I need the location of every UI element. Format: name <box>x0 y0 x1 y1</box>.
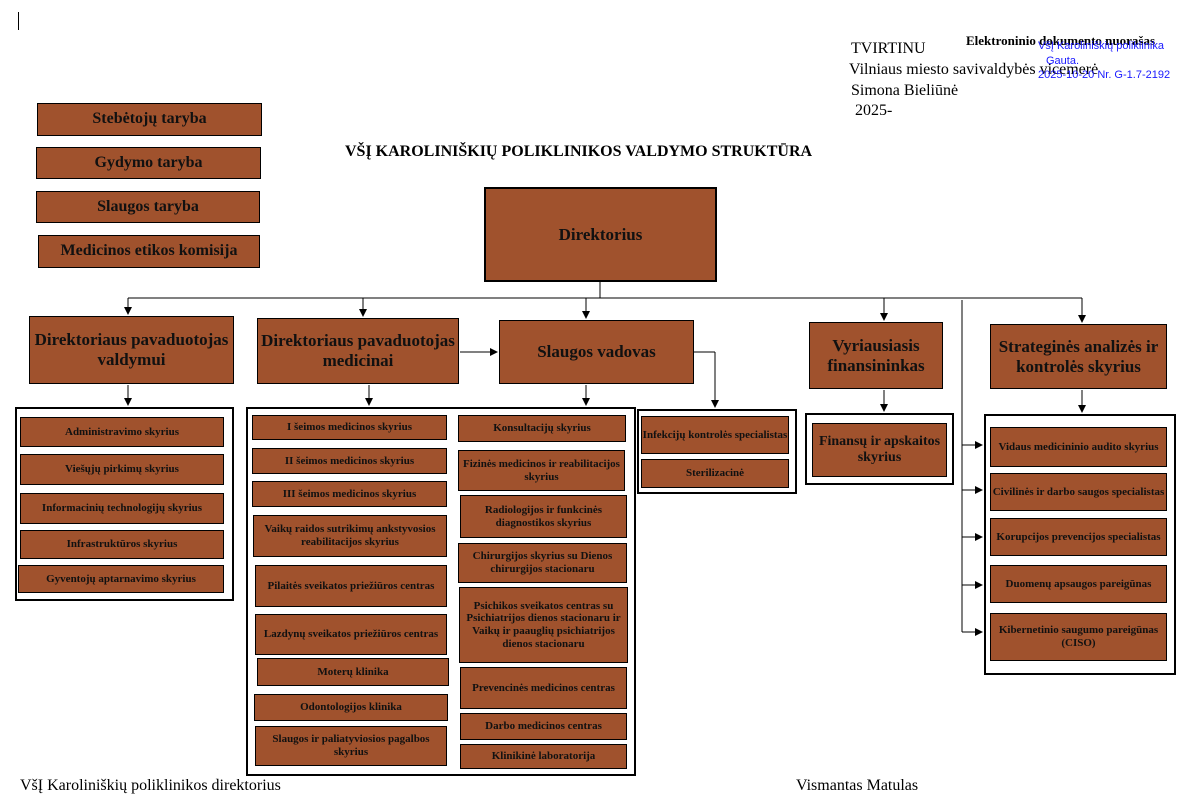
unit-finance-accounting: Finansų ir apskaitos skyrius <box>812 423 947 477</box>
council-nursing: Slaugos taryba <box>36 191 260 223</box>
unit-radiology: Radiologijos ir funkcinės diagnostikos s… <box>460 495 627 538</box>
unit-anti-corruption: Korupcijos prevencijos specialistas <box>990 518 1167 556</box>
stamp-title: Elektroninio dokumento nuorašas <box>966 33 1156 48</box>
unit-surgery: Chirurgijos skyrius su Dienos chirurgijo… <box>458 543 627 583</box>
unit-family-med-2: II šeimos medicinos skyrius <box>252 448 447 474</box>
nursing-units-frame <box>637 409 797 494</box>
unit-infrastructure: Infrastruktūros skyrius <box>20 530 224 559</box>
unit-family-med-3: III šeimos medicinos skyrius <box>252 481 447 507</box>
footer-signer-title: VšĮ Karoliniškių poliklinikos direktoriu… <box>20 777 281 794</box>
unit-cyber-security: Kibernetinio saugumo pareigūnas (CISO) <box>990 613 1167 661</box>
unit-women-clinic: Moterų klinika <box>257 658 449 686</box>
unit-prevention: Prevencinės medicinos centras <box>460 667 627 709</box>
deputy-medicine-box: Direktoriaus pavaduotojas medicinai <box>257 318 459 384</box>
deputy-admin-box: Direktoriaus pavaduotojas valdymui <box>29 316 234 384</box>
unit-infection-control: Infekcijų kontrolės specialistas <box>641 416 789 454</box>
admin-units-frame <box>15 407 234 601</box>
council-medical: Gydymo taryba <box>36 147 261 179</box>
page-title: VŠĮ KAROLINIŠKIŲ POLIKLINIKOS VALDYMO ST… <box>345 143 813 160</box>
finance-units-frame <box>805 413 954 485</box>
unit-family-med-1: I šeimos medicinos skyrius <box>252 415 447 440</box>
unit-lazdynai-center: Lazdynų sveikatos priežiūros centras <box>255 614 447 655</box>
unit-pilaite-center: Pilaitės sveikatos priežiūros centras <box>255 565 447 607</box>
unit-data-protection: Duomenų apsaugos pareigūnas <box>990 565 1167 603</box>
council-ethics: Medicinos etikos komisija <box>38 235 260 268</box>
footer-signer-name: Vismantas Matulas <box>796 777 919 794</box>
strategy-unit-box: Strateginės analizės ir kontrolės skyriu… <box>990 324 1167 389</box>
unit-child-rehab: Vaikų raidos sutrikimų ankstyvosios reab… <box>253 515 447 557</box>
nursing-head-box: Slaugos vadovas <box>499 320 694 384</box>
unit-consultations: Konsultacijų skyrius <box>458 415 626 442</box>
unit-mental-health: Psichikos sveikatos centras su Psichiatr… <box>459 587 628 663</box>
unit-occupational-med: Darbo medicinos centras <box>460 713 627 740</box>
unit-procurement: Viešųjų pirkimų skyrius <box>20 454 224 485</box>
approval-year: 2025- <box>855 102 893 119</box>
unit-civil-safety: Civilinės ir darbo saugos specialistas <box>990 473 1167 511</box>
text-cursor-mark <box>18 12 19 30</box>
stamp-received: Gauta. <box>1046 55 1080 67</box>
council-observers: Stebėtojų taryba <box>37 103 262 136</box>
unit-administration: Administravimo skyrius <box>20 417 224 447</box>
approver-name: Simona Bieliūnė <box>851 82 959 99</box>
unit-sterilization: Sterilizacinė <box>641 459 789 488</box>
chief-financier-box: Vyriausiasis finansininkas <box>809 322 943 389</box>
unit-palliative-care: Slaugos ir paliatyviosios pagalbos skyri… <box>255 726 447 766</box>
unit-it: Informacinių technologijų skyrius <box>20 493 224 524</box>
unit-internal-audit: Vidaus medicininio audito skyrius <box>990 427 1167 467</box>
unit-dental-clinic: Odontologijos klinika <box>254 694 448 721</box>
approve-label: TVIRTINU <box>851 40 926 57</box>
stamp-registration: 2025-10-20 Nr. G-1.7-2192 <box>1038 69 1171 81</box>
unit-physical-medicine: Fizinės medicinos ir reabilitacijos skyr… <box>458 450 625 491</box>
unit-customer-service: Gyventojų aptarnavimo skyrius <box>18 565 224 593</box>
strategy-units-frame <box>984 414 1176 675</box>
approver-title: Vilniaus miesto savivaldybės vicemerė <box>849 61 1099 78</box>
director-box: Direktorius <box>484 187 717 282</box>
unit-laboratory: Klinikinė laboratorija <box>460 744 627 769</box>
stamp-org: VšĮ Karoliniškių poliklinika <box>1038 40 1164 52</box>
medicine-units-frame <box>246 407 636 776</box>
